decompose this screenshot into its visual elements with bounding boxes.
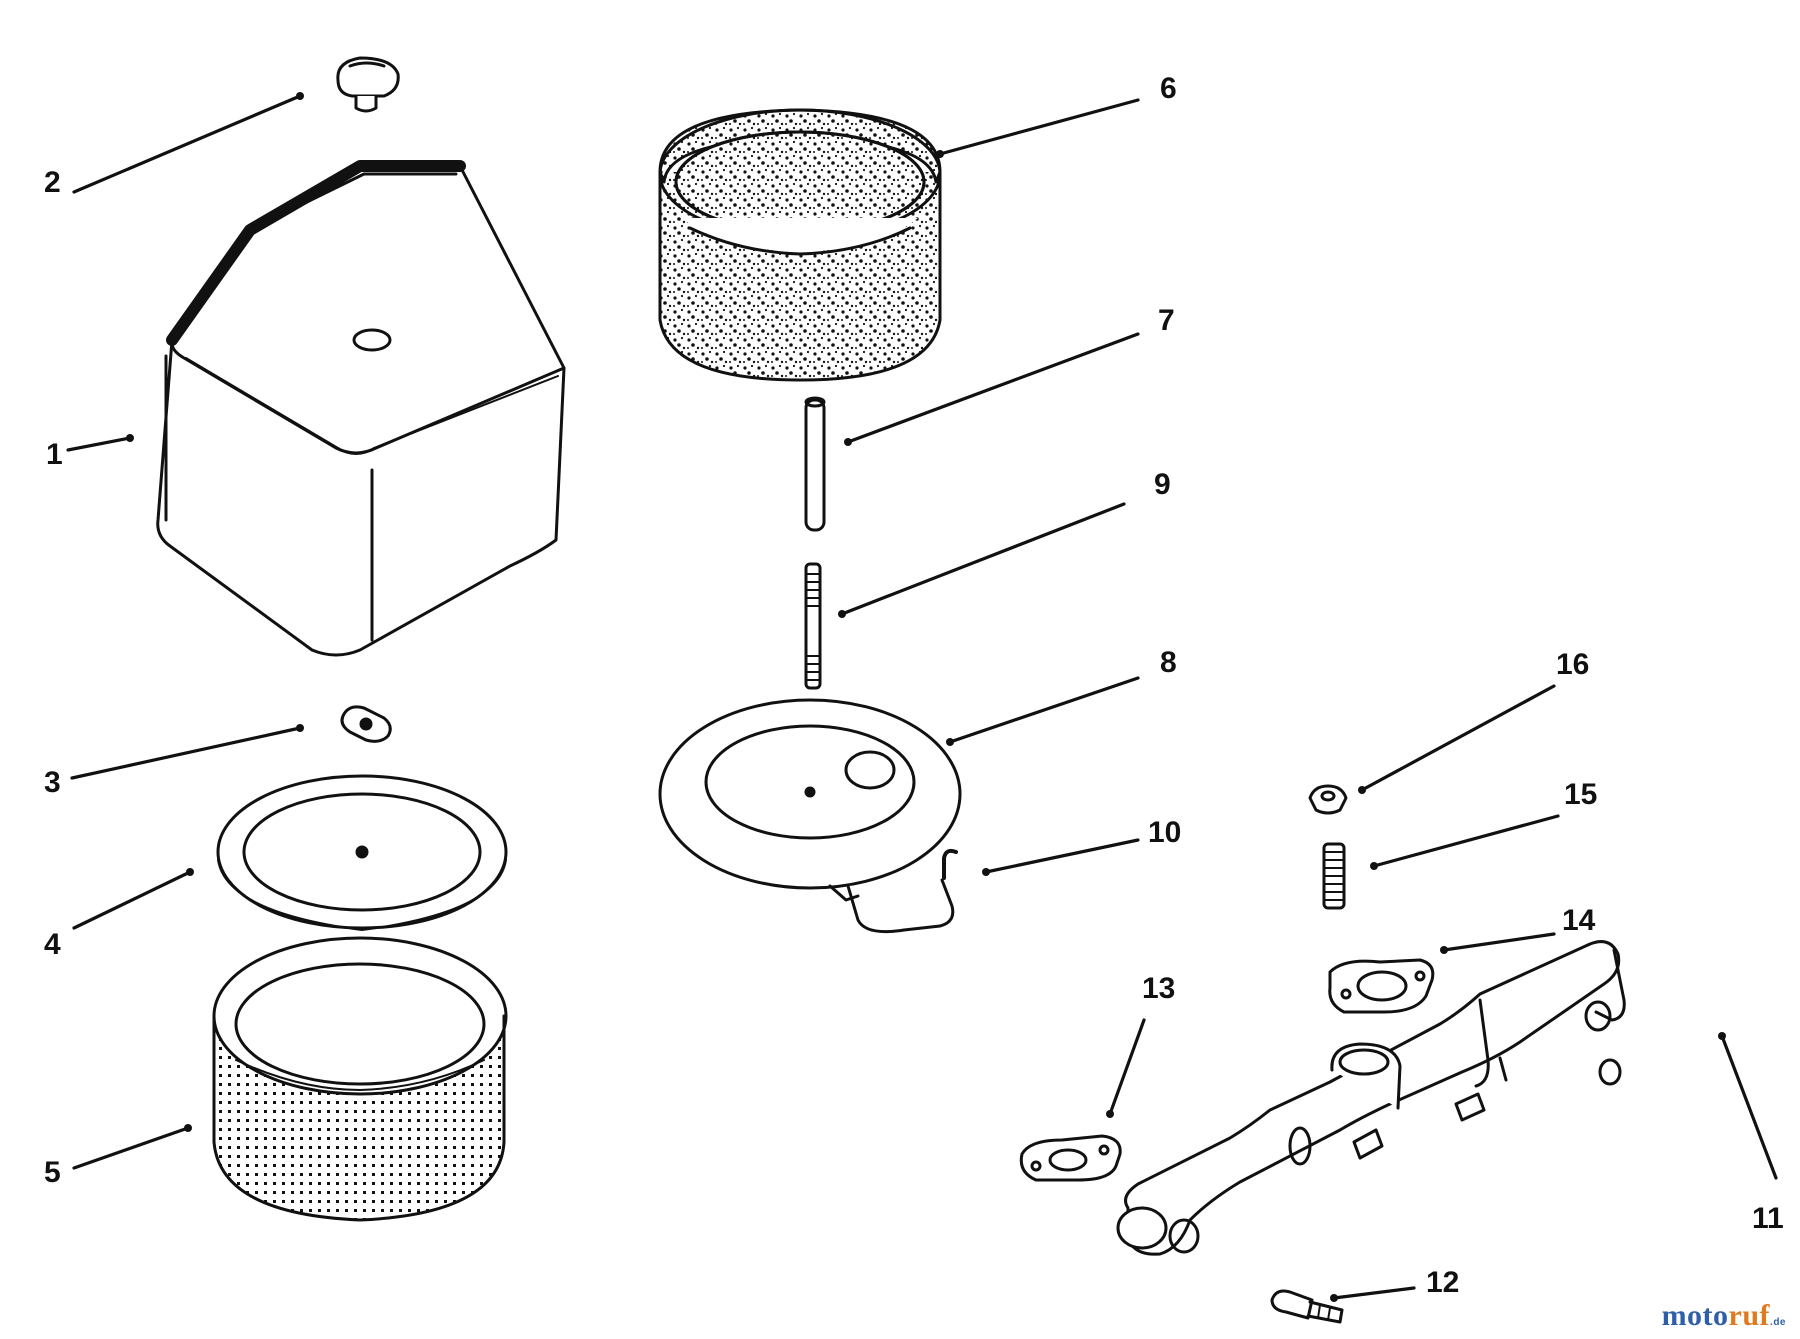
part-14-gasket [1328,958,1435,1014]
watermark-part-c: .de [1770,1317,1786,1328]
label-part-13: 13 [1142,972,1175,1005]
label-part-16: 16 [1556,648,1589,681]
label-part-3: 3 [44,766,61,799]
part-2-knob [336,56,400,113]
part-5-filter [212,936,508,1222]
part-7-tube [804,396,826,532]
part-12-screw [1270,1289,1344,1324]
part-11-manifold [1116,940,1626,1256]
watermark-part-a: moto [1661,1299,1729,1332]
part-8-base [658,698,962,890]
part-3-wingnut [340,705,392,743]
part-1-cover [156,160,566,657]
label-part-2: 2 [44,166,61,199]
label-part-8: 8 [1160,646,1177,679]
watermark-logo: motoruf.de [1662,1299,1786,1333]
label-part-10: 10 [1148,816,1181,849]
part-13-gasket [1019,1134,1122,1182]
watermark-part-b: ruf [1728,1299,1771,1332]
leader-lines [66,94,1778,1300]
leader-dots [126,92,1726,1302]
part-4-plate [216,774,508,931]
label-part-15: 15 [1564,778,1597,811]
part-10-breather [828,848,958,934]
part-6-foam [658,108,942,382]
label-part-12: 12 [1426,1266,1459,1299]
part-15-stud [1322,842,1346,910]
label-part-14: 14 [1562,904,1596,937]
label-part-7: 7 [1158,304,1175,337]
label-part-11: 11 [1752,1202,1784,1235]
part-16-nut [1308,784,1348,815]
label-part-5: 5 [44,1156,61,1189]
label-part-1: 1 [46,438,63,471]
label-part-9: 9 [1154,468,1171,501]
label-part-6: 6 [1160,72,1177,105]
label-part-4: 4 [44,928,61,961]
part-9-stud [804,562,822,690]
